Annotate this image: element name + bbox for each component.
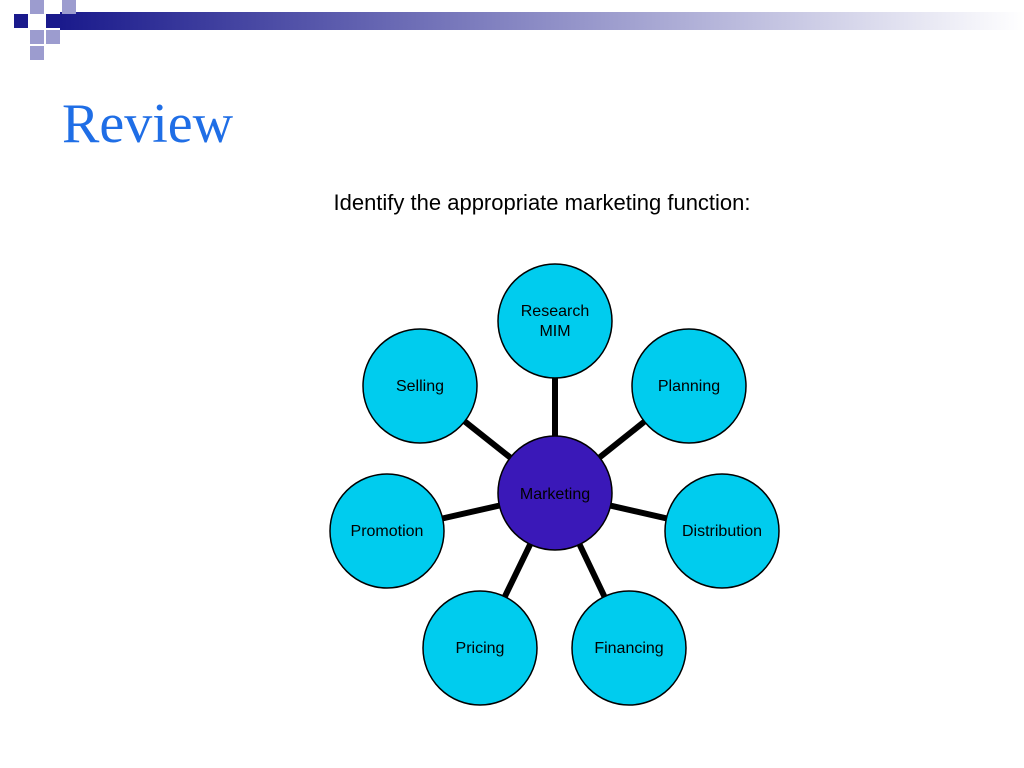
decor-square [14,14,28,28]
hub-label: Marketing [520,486,590,503]
node-circle-distribution [664,473,780,589]
connector-selling [461,417,514,462]
node-financing: Financing [571,590,687,706]
connector-financing [575,541,609,600]
connector-distribution [607,502,670,522]
node-label-selling: Selling [396,378,444,395]
node-label-planning: Planning [658,378,720,395]
node-promotion: Promotion [329,473,445,589]
node-circle-financing [571,590,687,706]
hub-circle [497,435,613,551]
node-circle-pricing [422,590,538,706]
decor-square [62,0,76,14]
node-circle-promotion [329,473,445,589]
node-selling: Selling [362,328,478,444]
node-label-research: Research [521,303,589,320]
header-decoration [14,0,1024,60]
decor-square [46,14,60,28]
node-label-pricing: Pricing [456,640,505,657]
header-bar [60,12,1024,30]
node-label-financing: Financing [594,640,663,657]
node-circle-research [497,263,613,379]
node-label-research: MIM [539,323,570,340]
node-circle-selling [362,328,478,444]
decor-square [30,30,44,44]
decor-square [30,0,44,14]
decor-square [46,30,60,44]
node-label-distribution: Distribution [682,523,762,540]
node-pricing: Pricing [422,590,538,706]
hub-node: Marketing [497,435,613,551]
connector-promotion [439,502,503,522]
slide-title: Review [62,93,234,155]
connector-planning [596,417,648,462]
slide-subtitle: Identify the appropriate marketing funct… [333,190,751,215]
node-distribution: Distribution [664,473,780,589]
connector-pricing [501,541,534,600]
node-planning: Planning [631,328,747,444]
decor-square [30,46,44,60]
node-label-promotion: Promotion [351,523,424,540]
node-circle-planning [631,328,747,444]
